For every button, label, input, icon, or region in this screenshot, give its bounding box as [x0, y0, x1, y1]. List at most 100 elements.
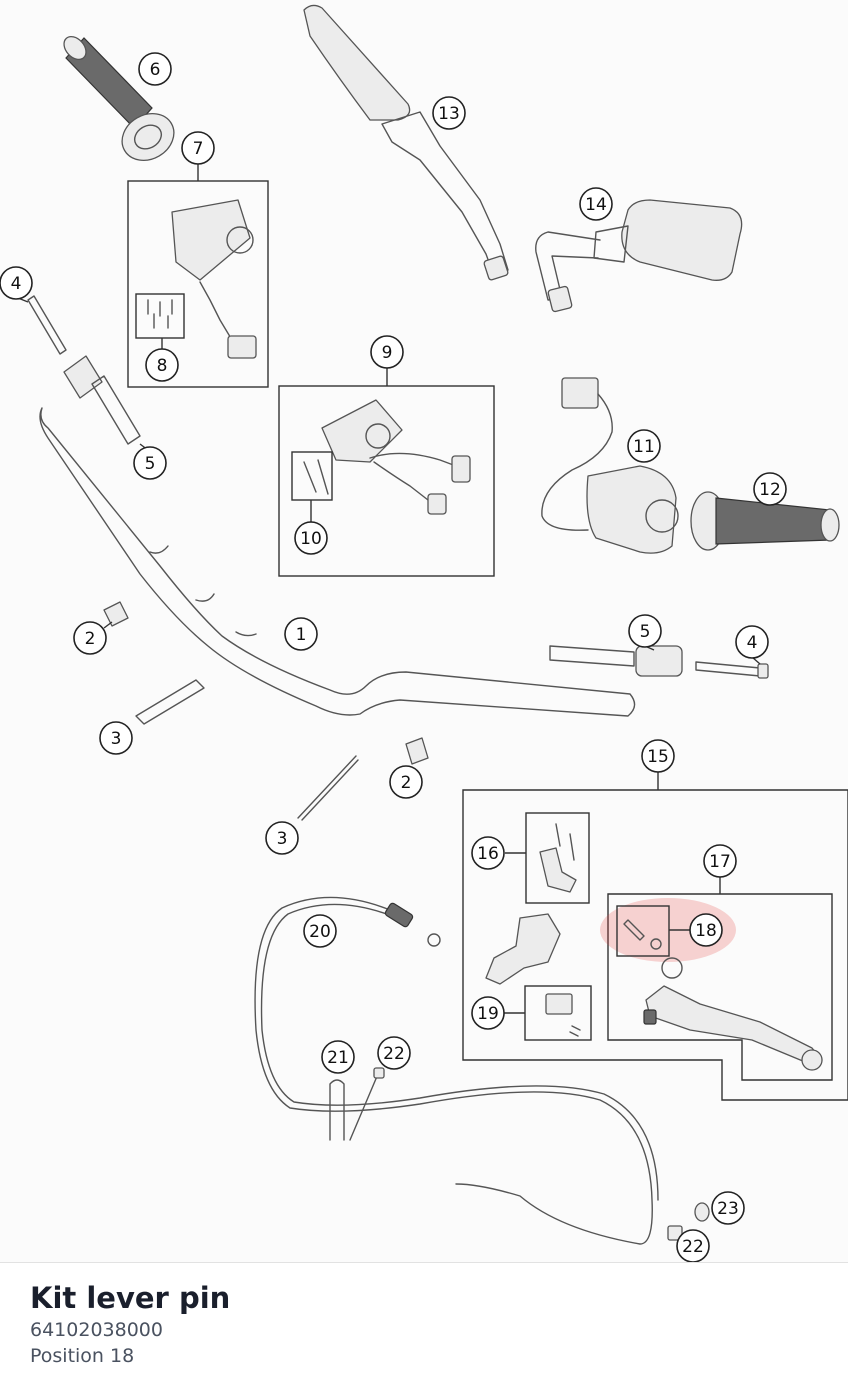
callout-label: 15 — [647, 747, 669, 767]
callout-circle[interactable] — [389, 765, 423, 799]
part-19-small-parts[interactable] — [545, 993, 581, 1037]
callout-circle[interactable] — [265, 821, 299, 855]
callout-21[interactable]: 21 — [321, 1040, 355, 1074]
part-3-wrench-left[interactable] — [135, 679, 205, 725]
part-20-clutch-cable[interactable] — [254, 896, 659, 1245]
part-info-panel: Kit lever pin 64102038000 Position 18 — [0, 1262, 848, 1391]
callout-circle[interactable] — [676, 1229, 710, 1262]
callout-circle[interactable] — [579, 187, 613, 221]
callout-circle[interactable] — [471, 836, 505, 870]
group-box-17 — [607, 893, 833, 1081]
part-22-screw-upper[interactable] — [349, 1067, 385, 1141]
part-12-right-grip[interactable] — [690, 491, 840, 551]
part-1-handlebar[interactable] — [39, 407, 636, 717]
part-5-bar-end-left[interactable] — [63, 355, 141, 445]
callout-circle[interactable] — [628, 614, 662, 648]
callout-label: 3 — [277, 829, 288, 849]
callout-circle[interactable] — [735, 625, 769, 659]
callout-8[interactable]: 8 — [145, 348, 179, 382]
callout-circle[interactable] — [753, 472, 787, 506]
callout-circle[interactable] — [703, 844, 737, 878]
part-2-clamp-left[interactable] — [103, 601, 129, 627]
callout-22[interactable]: 22 — [676, 1229, 710, 1262]
callout-4[interactable]: 4 — [0, 266, 33, 300]
callout-circle[interactable] — [284, 617, 318, 651]
callout-15[interactable]: 15 — [641, 739, 675, 773]
callout-circle[interactable] — [711, 1191, 745, 1225]
callout-label: 2 — [85, 629, 96, 649]
callout-circle[interactable] — [641, 739, 675, 773]
part-8-screws[interactable] — [147, 299, 173, 329]
part-18-lever-pin-kit[interactable] — [623, 919, 662, 950]
part-5-bar-end-right[interactable] — [549, 645, 683, 677]
callout-label: 17 — [709, 852, 731, 872]
callout-16[interactable]: 16 — [471, 836, 505, 870]
callout-10[interactable]: 10 — [294, 521, 328, 555]
callout-23[interactable]: 23 — [711, 1191, 745, 1225]
callout-circle[interactable] — [689, 913, 723, 947]
callout-circle[interactable] — [138, 52, 172, 86]
callout-11[interactable]: 11 — [627, 429, 661, 463]
callout-circle[interactable] — [73, 621, 107, 655]
callout-17[interactable]: 17 — [703, 844, 737, 878]
part-14-right-mirror[interactable] — [535, 199, 743, 313]
callout-circle[interactable] — [432, 96, 466, 130]
callout-circle[interactable] — [133, 446, 167, 480]
callout-20[interactable]: 20 — [303, 914, 337, 948]
callout-3[interactable]: 3 — [265, 821, 299, 855]
callout-label: 23 — [717, 1199, 739, 1219]
callout-3[interactable]: 3 — [99, 721, 133, 755]
callout-circle[interactable] — [321, 1040, 355, 1074]
part-16-brackets[interactable] — [539, 823, 577, 893]
callout-circle[interactable] — [471, 996, 505, 1030]
part-3-tool-center[interactable] — [297, 755, 359, 821]
callout-label: 3 — [111, 729, 122, 749]
callout-circle[interactable] — [145, 348, 179, 382]
callout-label: 11 — [633, 437, 655, 457]
part-10-screws[interactable] — [303, 459, 329, 495]
callout-1[interactable]: 1 — [284, 617, 318, 651]
part-22-screw-lower[interactable] — [667, 1225, 683, 1241]
callout-circle[interactable] — [303, 914, 337, 948]
callout-circle[interactable] — [99, 721, 133, 755]
part-4-bolt-right[interactable] — [695, 661, 769, 679]
part-2-clamp-center[interactable] — [405, 737, 429, 765]
callout-circle[interactable] — [0, 266, 33, 300]
callout-14[interactable]: 14 — [579, 187, 613, 221]
callout-label: 9 — [382, 343, 393, 363]
callout-circle[interactable] — [370, 335, 404, 369]
part-13-left-mirror[interactable] — [303, 4, 509, 281]
part-17-clutch-lever[interactable] — [643, 957, 823, 1071]
part-11-right-switch-unit[interactable] — [541, 377, 679, 554]
callout-circle[interactable] — [294, 521, 328, 555]
callout-label: 10 — [300, 529, 322, 549]
callout-5[interactable]: 5 — [628, 614, 662, 648]
callout-circle[interactable] — [377, 1036, 411, 1070]
callout-9[interactable]: 9 — [370, 335, 404, 369]
callout-circle[interactable] — [627, 429, 661, 463]
callout-12[interactable]: 12 — [753, 472, 787, 506]
callout-circle[interactable] — [181, 131, 215, 165]
callout-label: 12 — [759, 480, 781, 500]
callout-4[interactable]: 4 — [735, 625, 769, 659]
callout-5[interactable]: 5 — [133, 446, 167, 480]
callout-label: 20 — [309, 922, 331, 942]
part-clutch-master-body[interactable] — [485, 913, 561, 985]
callout-18[interactable]: 18 — [689, 913, 723, 947]
callout-22[interactable]: 22 — [377, 1036, 411, 1070]
callout-13[interactable]: 13 — [432, 96, 466, 130]
callout-6[interactable]: 6 — [138, 52, 172, 86]
part-23-washer[interactable] — [694, 1202, 710, 1222]
callout-19[interactable]: 19 — [471, 996, 505, 1030]
group-box-8 — [135, 293, 185, 339]
part-4-bolt-left[interactable] — [27, 295, 67, 355]
part-6-left-grip[interactable] — [60, 32, 183, 169]
callout-label: 5 — [145, 454, 156, 474]
callout-2[interactable]: 2 — [389, 765, 423, 799]
callout-2[interactable]: 2 — [73, 621, 107, 655]
callout-label: 22 — [682, 1237, 704, 1257]
part-21-cable-clip[interactable] — [329, 1079, 345, 1141]
part-7-left-switch[interactable] — [171, 199, 257, 359]
part-9-right-switch[interactable] — [321, 399, 471, 515]
callout-7[interactable]: 7 — [181, 131, 215, 165]
